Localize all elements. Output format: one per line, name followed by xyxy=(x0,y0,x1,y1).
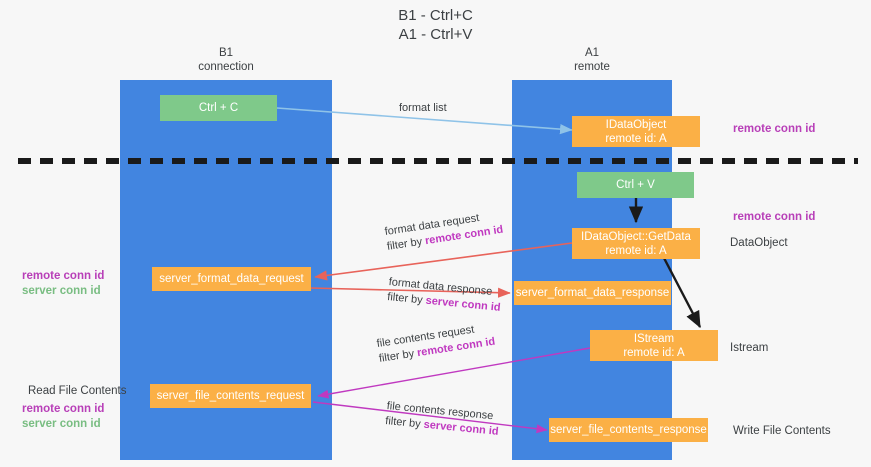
column-header-a1-name: A1 xyxy=(584,47,600,59)
title-line-2: A1 - Ctrl+V xyxy=(398,26,473,43)
node-idataobject-line2: remote id: A xyxy=(605,132,667,145)
edge-label-format-data-response-filter-prefix: filter by xyxy=(386,290,427,307)
node-server-file-contents-request-label: server_file_contents_request xyxy=(156,390,305,402)
column-header-b1-subtitle: connection xyxy=(198,61,254,73)
arrow-getdata-to-istream xyxy=(662,257,702,329)
edge-label-format-list-text: format list xyxy=(399,102,447,114)
annotation-right-top-remote-conn-id: remote conn id xyxy=(733,123,816,135)
annotation-right-mid-remote-conn-id: remote conn id xyxy=(733,211,816,223)
annotation-left-mid-server-conn-id: server conn id xyxy=(22,285,101,297)
column-header-b1: B1 connection xyxy=(120,46,332,74)
node-ctrl-v-label: Ctrl + V xyxy=(616,179,655,191)
annotation-left-mid-remote-conn-id: remote conn id xyxy=(22,270,105,282)
node-istream[interactable]: IStream remote id: A xyxy=(590,330,718,361)
node-idataobject-line1: IDataObject xyxy=(605,118,667,131)
annotation-left-bottom-server-conn-id: server conn id xyxy=(22,418,101,430)
annotation-left-bottom-conn-ids: remote conn id server conn id xyxy=(22,402,104,432)
annotation-left-read-file-contents: Read File Contents xyxy=(28,385,127,397)
node-server-format-data-request-label: server_format_data_request xyxy=(159,273,304,285)
arrow-format-list xyxy=(276,107,573,135)
node-server-format-data-request[interactable]: server_format_data_request xyxy=(152,267,311,291)
node-ctrl-v[interactable]: Ctrl + V xyxy=(577,172,694,198)
node-idataobject-getdata[interactable]: IDataObject::GetData remote id: A xyxy=(572,228,700,259)
arrow-format-data-request xyxy=(314,242,573,281)
node-server-format-data-response-label: server_format_data_response xyxy=(515,287,670,299)
node-ctrl-c[interactable]: Ctrl + C xyxy=(160,95,277,121)
node-istream-line1: IStream xyxy=(633,332,675,345)
title-line-1: B1 - Ctrl+C xyxy=(398,7,473,24)
node-server-file-contents-response-label: server_file_contents_response xyxy=(550,424,707,436)
column-header-a1-subtitle: remote xyxy=(574,61,610,73)
annotation-right-write-file-contents: Write File Contents xyxy=(733,425,831,437)
arrow-format-data-response xyxy=(310,287,511,298)
node-server-file-contents-response[interactable]: server_file_contents_response xyxy=(549,418,708,442)
arrow-file-contents-request xyxy=(317,347,591,399)
node-idataobject-remote[interactable]: IDataObject remote id: A xyxy=(572,116,700,147)
edge-label-format-list: format list xyxy=(399,101,447,116)
annotation-left-bottom-remote-conn-id: remote conn id xyxy=(22,403,105,415)
annotation-right-istream: Istream xyxy=(730,342,769,354)
page-title: B1 - Ctrl+C A1 - Ctrl+V xyxy=(0,6,871,44)
column-header-a1: A1 remote xyxy=(512,46,672,74)
node-getdata-line2: remote id: A xyxy=(605,244,667,257)
node-getdata-line1: IDataObject::GetData xyxy=(581,230,691,243)
node-istream-line2: remote id: A xyxy=(623,346,685,359)
column-header-b1-name: B1 xyxy=(218,47,234,59)
annotation-right-dataobject: DataObject xyxy=(730,237,788,249)
edge-label-file-contents-response-filter-prefix: filter by xyxy=(384,414,425,431)
arrow-file-contents-response xyxy=(312,401,548,434)
node-ctrl-c-label: Ctrl + C xyxy=(198,102,239,114)
node-server-file-contents-request[interactable]: server_file_contents_request xyxy=(150,384,311,408)
node-server-format-data-response[interactable]: server_format_data_response xyxy=(514,281,671,305)
annotation-left-mid-conn-ids: remote conn id server conn id xyxy=(22,269,104,299)
phase-divider xyxy=(18,158,858,164)
